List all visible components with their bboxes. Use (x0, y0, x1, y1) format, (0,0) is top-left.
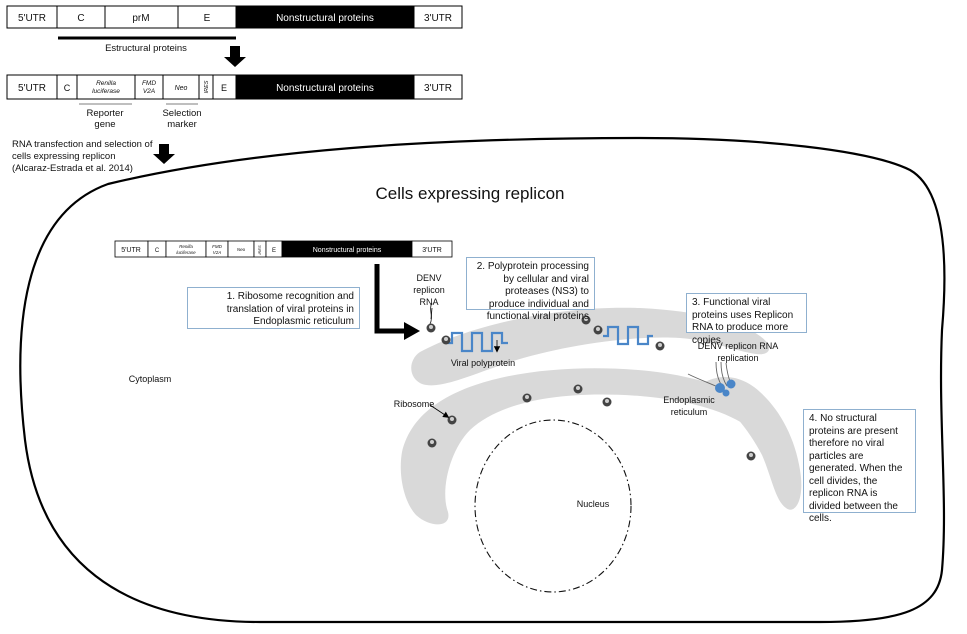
denv-label-l3: RNA (419, 297, 438, 307)
genome-top-c-label: C (77, 13, 84, 24)
ribosome (447, 415, 457, 425)
replicase-1 (715, 383, 725, 393)
ribosome (573, 384, 583, 394)
denv-rna-pointer (430, 307, 433, 320)
bent-arrow-shaft (374, 264, 406, 334)
ribosome (746, 451, 756, 461)
viral-polyprotein-label: Viral polyprotein (451, 358, 515, 368)
genome-top-e-label: E (204, 13, 211, 24)
step-1-box: 1. Ribosome recognition and translation … (187, 287, 360, 329)
replicase-3 (722, 389, 730, 397)
inner-3utr (411, 240, 453, 258)
ribosome (655, 341, 665, 351)
ribosome (426, 323, 436, 333)
replicon-3utr (413, 74, 463, 100)
denv-replication-label-l2: replication (717, 353, 758, 363)
er-right-arm (699, 377, 802, 510)
replicase-2 (726, 379, 736, 389)
bent-arrow-head (404, 322, 420, 340)
inner-replicon-genome: 5'UTR C Renilla luciferase FMD V2A Neo I… (114, 240, 453, 258)
er-label-l2: reticulum (671, 407, 708, 417)
inner-renilla-l1: Renilla (179, 244, 193, 249)
ribosome (602, 397, 612, 407)
cell-membrane (19, 136, 946, 624)
cell-title: Cells expressing replicon (376, 184, 565, 203)
transfection-l1: RNA transfection and selection of (12, 139, 153, 150)
replicon-nonstructural-label: Nonstructural proteins (276, 83, 374, 94)
step-3-box: 3. Functional viral proteins uses Replic… (686, 293, 807, 346)
replicon-e-label: E (221, 83, 227, 93)
reporter-label-l2: gene (94, 119, 115, 130)
replicon-genome: 5'UTR C Renilla luciferase FMD V2A Neo I… (6, 74, 463, 130)
inner-e-label: E (272, 248, 276, 254)
replication-strand-3 (720, 361, 728, 387)
er-upper-cisterna (411, 307, 770, 386)
viral-polyprotein-1 (448, 331, 508, 353)
replicon-fmd (134, 74, 164, 100)
er-lower-cisterna (400, 368, 770, 525)
down-arrow-2 (153, 144, 175, 164)
inner-renilla-l2: luciferase (176, 250, 196, 255)
cytoplasm-label: Cytoplasm (129, 374, 172, 384)
inner-neo-label: Neo (237, 247, 246, 252)
ribosome (593, 325, 603, 335)
ribosome (427, 438, 437, 448)
denv-label-l1: DENV (416, 273, 441, 283)
replicon-ires-label: IRES (204, 80, 210, 93)
ribosomes (426, 315, 756, 461)
ribosome (581, 315, 591, 325)
genome-top: 5'UTR C prM E Nonstructural proteins 3'U… (6, 5, 463, 54)
ribosome (441, 335, 451, 345)
genome-top-5utr-label: 5'UTR (18, 13, 46, 24)
ribosome-pointer (429, 404, 450, 418)
transfection-l3: (Alcaraz-Estrada et al. 2014) (12, 163, 133, 174)
inner-5utr-label: 5'UTR (121, 247, 141, 254)
reporter-label-l1: Reporter (87, 108, 124, 119)
denv-label-l2: replicon (413, 285, 445, 295)
nucleus-envelope (474, 419, 632, 593)
replicon-5utr-label: 5'UTR (18, 83, 46, 94)
viral-polyprotein-2 (603, 325, 653, 346)
down-arrow-1 (224, 46, 246, 67)
genome-top-3utr-label: 3'UTR (424, 13, 452, 24)
denv-rna-strand (429, 302, 433, 325)
replicon-3utr-label: 3'UTR (424, 83, 452, 94)
transfection-l2: cells expressing replicon (12, 151, 116, 162)
replicon-neo (162, 74, 200, 100)
genome-top-nonstructural-label: Nonstructural proteins (276, 13, 374, 24)
structural-label: Estructural proteins (105, 43, 187, 54)
inner-ires-label: IRES (257, 245, 262, 255)
ribosome (522, 393, 532, 403)
inner-nonstructural-label: Nonstructural proteins (313, 247, 382, 254)
inner-c-label: C (155, 248, 160, 254)
replicon-renilla (76, 74, 136, 100)
nucleus-label: Nucleus (577, 499, 610, 509)
replicon-renilla-l1: Renilla (96, 80, 116, 87)
replicon-renilla-l2: luciferase (92, 88, 120, 95)
er-label-l1: Endoplasmic (663, 395, 715, 405)
genome-top-3utr (413, 5, 463, 29)
selection-label-l1: Selection (162, 108, 201, 119)
replicon-c-label: C (64, 83, 71, 93)
replicon-neo-label: Neo (175, 85, 188, 92)
denv-replication-label-l1: DENV replicon RNA (698, 341, 779, 351)
replicon-fmd-l2: V2A (143, 88, 155, 95)
inner-fmd-l1: FMD (212, 244, 222, 249)
ribosome-label: Ribosome (394, 399, 435, 409)
inner-3utr-label: 3'UTR (422, 247, 442, 254)
inner-fmd-l2: V2A (213, 250, 222, 255)
step-4-box: 4. No structural proteins are present th… (803, 409, 916, 524)
replicon-nonstructural (235, 74, 415, 100)
selection-label-l2: marker (167, 119, 197, 130)
step-2-box: 2. Polyprotein processing by cellular an… (466, 257, 595, 322)
replicon-fmd-l1: FMD (142, 80, 156, 87)
genome-top-prm-label: prM (132, 13, 149, 24)
transfection-note: RNA transfection and selection of cells … (12, 139, 162, 175)
